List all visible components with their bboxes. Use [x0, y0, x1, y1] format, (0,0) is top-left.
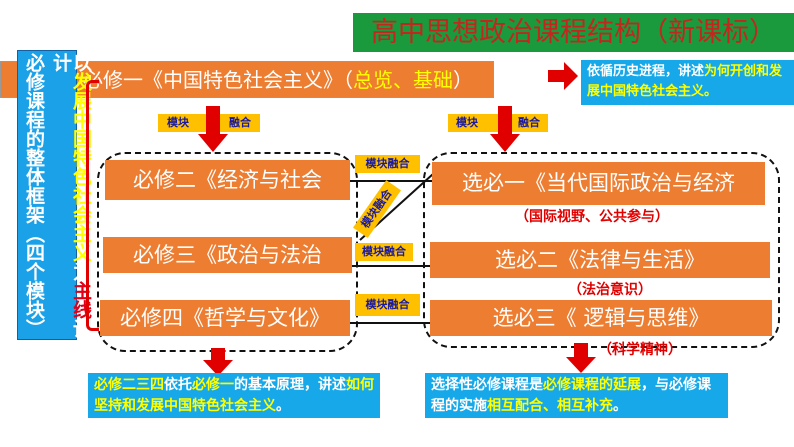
elective-three-note: （科学精神） — [598, 342, 682, 358]
top-info-box: 依循历史进程，讲述为何开创和发展中国特色社会主义。 — [581, 60, 794, 105]
br-p2: 必修课程的延展 — [543, 377, 641, 393]
top-info-p2: 为何开创和发展中国特色社会主义。 — [587, 64, 783, 99]
bl-p5: 如何坚持和发展中国特色社会主义 — [94, 377, 374, 414]
elective-three-bar: 选必三《 逻辑与思维》 — [430, 300, 772, 336]
compulsory-three-bar: 必修三《政治与法治 — [103, 237, 352, 273]
mainline-label: 以发展中国特色社会主义为主线设计 — [50, 53, 92, 339]
down-arrow-icon — [203, 348, 233, 376]
page-title: 高中思想政治课程结构（新课标） — [353, 13, 794, 52]
elective-two-bar: 选必二《法律与生活》 — [430, 242, 770, 278]
bl-p1: 必修二三四 — [94, 377, 164, 393]
br-p1: 选择性必修课程是 — [431, 377, 543, 393]
compulsory-four-bar: 必修四《哲学与文化》 — [100, 300, 350, 336]
connector-line — [350, 322, 432, 324]
compulsory-two-bar: 必修二《经济与社会 — [105, 160, 350, 200]
top-info-p1: 依循历史进程，讲述 — [587, 64, 705, 79]
framework-label: 必修课程的整体框架（四个模块） — [23, 53, 45, 338]
bl-p3: 必修一 — [192, 377, 234, 393]
down-arrow-icon — [566, 343, 596, 373]
br-p5: 。 — [613, 398, 627, 414]
merge-tag: 模块融合 — [355, 155, 420, 173]
down-arrow-icon — [198, 106, 228, 152]
connector-line — [350, 265, 432, 267]
elective-group — [423, 152, 780, 348]
connector-line — [350, 180, 432, 182]
bl-p2: 依托 — [164, 377, 192, 393]
banner-text: 必修一《中国特色社会主义》（ — [83, 68, 353, 92]
tag-a: 模块 — [167, 116, 189, 129]
bottom-left-info: 必修二三四依托必修一的基本原理，讲述如何坚持和发展中国特色社会主义。 — [88, 373, 380, 418]
br-p4: 相互配合、相互补充 — [487, 398, 613, 414]
elective-one-note: （国际视野、公共参与） — [515, 209, 669, 225]
banner-end: ） — [453, 68, 473, 92]
side-framework-box: 必修课程的整体框架（四个模块） 以发展中国特色社会主义为主线设计 — [17, 50, 92, 340]
merge-tag: 模块融合 — [355, 243, 413, 261]
tag-a: 模块 — [456, 116, 478, 129]
tag-b: 融合 — [229, 116, 251, 129]
tag-b: 融合 — [518, 116, 540, 129]
bl-p6: 。 — [276, 398, 290, 414]
compulsory-one-banner: 必修一《中国特色社会主义》（总览、基础） — [0, 61, 494, 98]
merge-tag: 模块融合 — [355, 294, 420, 316]
mainline-p1: 以 — [70, 53, 92, 72]
red-bracket — [86, 80, 99, 331]
elective-one-bar: 选必一《当代国际政治与经济 — [432, 162, 765, 205]
br-p3: ，与必修课程的实施 — [431, 377, 711, 414]
elective-two-note: （法治意识） — [568, 282, 652, 298]
down-arrow-icon — [490, 106, 520, 152]
right-arrow-icon — [548, 62, 578, 90]
bottom-right-info: 选择性必修课程是必修课程的延展，与必修课程的实施相互配合、相互补充。 — [425, 373, 728, 418]
bl-p4: 的基本原理，讲述 — [234, 377, 346, 393]
banner-highlight: 总览、基础 — [353, 68, 453, 92]
